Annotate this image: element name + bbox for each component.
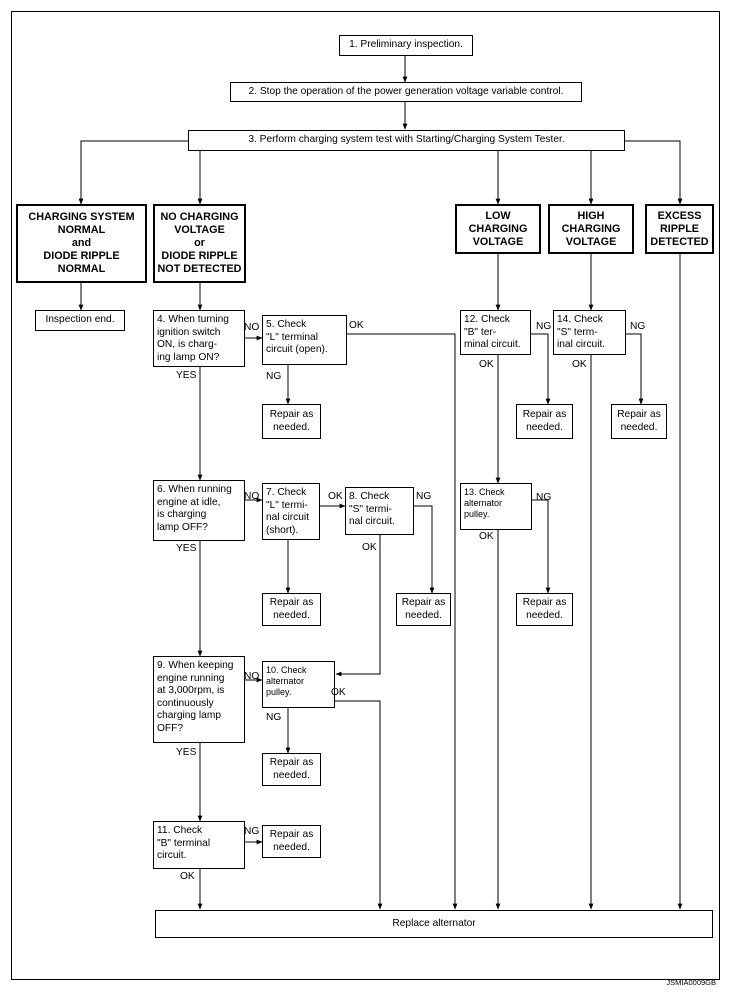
label-ok-step11: OK [180,871,195,882]
step-4-text: 4. When turning ignition switch ON, is c… [157,314,229,363]
step-1-text: 1. Preliminary inspection. [349,39,463,51]
step-9-text: 9. When keeping engine running at 3,000r… [157,660,234,734]
repair-box-13: Repair as needed. [516,593,573,626]
result-high-charging-voltage: HIGH CHARGING VOLTAGE [548,204,634,254]
label-ng-step14: NG [630,321,646,332]
step-11-text: 11. Check "B" terminal circuit. [157,825,211,861]
repair-box-14: Repair as needed. [611,404,667,439]
result-low-charging-voltage: LOW CHARGING VOLTAGE [455,204,541,254]
step-3-charging-system-test: 3. Perform charging system test with Sta… [188,130,625,151]
label-ng-step11: NG [244,826,260,837]
step-3-text: 3. Perform charging system test with Sta… [248,134,565,146]
label-ok-step12: OK [479,359,494,370]
step-2-stop-voltage-control: 2. Stop the operation of the power gener… [230,82,582,102]
step-14-text: 14. Check "S" term- inal circuit. [557,314,606,350]
repair-box-12: Repair as needed. [516,404,573,439]
label-ng-step12: NG [536,321,552,332]
step-6-text: 6. When running engine at idle, is charg… [157,484,232,533]
label-ok-step5: OK [349,320,364,331]
step-14-check-s-terminal: 14. Check "S" term- inal circuit. [553,310,626,355]
step-7-text: 7. Check "L" termi- nal circuit (short). [266,487,310,536]
result-no-charging-text: NO CHARGING VOLTAGE or DIODE RIPPLE NOT … [157,211,242,275]
step-6-lamp-off-at-idle: 6. When running engine at idle, is charg… [153,480,245,541]
repair-box-5: Repair as needed. [262,404,321,439]
label-no-step9: NO [244,671,260,682]
step-9-lamp-off-at-3000rpm: 9. When keeping engine running at 3,000r… [153,656,245,743]
step-2-text: 2. Stop the operation of the power gener… [248,85,564,97]
step-5-check-l-terminal-open: 5. Check "L" terminal circuit (open). [262,315,347,365]
label-ng-step5: NG [266,371,282,382]
repair-10-text: Repair as needed. [269,757,314,781]
result-high-text: HIGH CHARGING VOLTAGE [561,209,621,248]
repair-13-text: Repair as needed. [522,597,567,621]
repair-box-8: Repair as needed. [396,593,451,626]
replace-alternator-text: Replace alternator [392,917,476,929]
label-yes-step6: YES [176,543,197,554]
step-11-check-b-terminal: 11. Check "B" terminal circuit. [153,821,245,869]
repair-box-10: Repair as needed. [262,753,321,786]
result-low-text: LOW CHARGING VOLTAGE [468,209,528,248]
repair-8-text: Repair as needed. [401,597,446,621]
label-ng-step8: NG [416,491,432,502]
result-normal: CHARGING SYSTEM NORMAL and DIODE RIPPLE … [16,204,147,283]
repair-box-7: Repair as needed. [262,593,321,626]
step-12-check-b-terminal: 12. Check "B" ter- minal circuit. [460,310,531,355]
step-8-text: 8. Check "S" termi- nal circuit. [349,491,395,527]
repair-box-11: Repair as needed. [262,825,321,858]
step-1-preliminary-inspection: 1. Preliminary inspection. [339,35,473,56]
label-yes-step9: YES [176,747,197,758]
label-yes-step4: YES [176,370,197,381]
replace-alternator: Replace alternator [155,910,713,938]
repair-12-text: Repair as needed. [522,409,567,433]
result-excess-ripple: EXCESS RIPPLE DETECTED [645,204,714,254]
repair-14-text: Repair as needed. [617,409,661,433]
step-13-check-alternator-pulley: 13. Check alternator pulley. [460,483,532,530]
step-5-text: 5. Check "L" terminal circuit (open). [266,319,328,355]
step-13-text: 13. Check alternator pulley. [464,487,505,519]
diagram-frame [11,11,720,980]
repair-11-text: Repair as needed. [269,829,314,853]
label-ng-step13: NG [536,492,552,503]
inspection-end: Inspection end. [35,310,125,331]
step-12-text: 12. Check "B" ter- minal circuit. [464,314,521,350]
step-10-text: 10. Check alternator pulley. [266,665,307,697]
label-ok-step10: OK [331,687,346,698]
figure-code: JSMIA0009GB [666,978,716,987]
label-ok-step13: OK [479,531,494,542]
label-ok-step8: OK [362,542,377,553]
label-ng-step10: NG [266,712,282,723]
result-excess-text: EXCESS RIPPLE DETECTED [650,209,709,248]
repair-5-text: Repair as needed. [269,409,314,433]
repair-7-text: Repair as needed. [269,597,314,621]
step-10-check-alternator-pulley: 10. Check alternator pulley. [262,661,335,708]
label-no-step4: NO [244,322,260,333]
result-no-charging-voltage: NO CHARGING VOLTAGE or DIODE RIPPLE NOT … [153,204,246,283]
inspection-end-text: Inspection end. [45,314,115,326]
step-8-check-s-terminal: 8. Check "S" termi- nal circuit. [345,487,414,535]
step-7-check-l-terminal-short: 7. Check "L" termi- nal circuit (short). [262,483,320,540]
result-normal-text: CHARGING SYSTEM NORMAL and DIODE RIPPLE … [28,211,135,275]
label-ok-step7: OK [328,491,343,502]
step-4-charging-lamp-on: 4. When turning ignition switch ON, is c… [153,310,245,367]
label-ok-step14: OK [572,359,587,370]
label-no-step6: NO [244,491,260,502]
